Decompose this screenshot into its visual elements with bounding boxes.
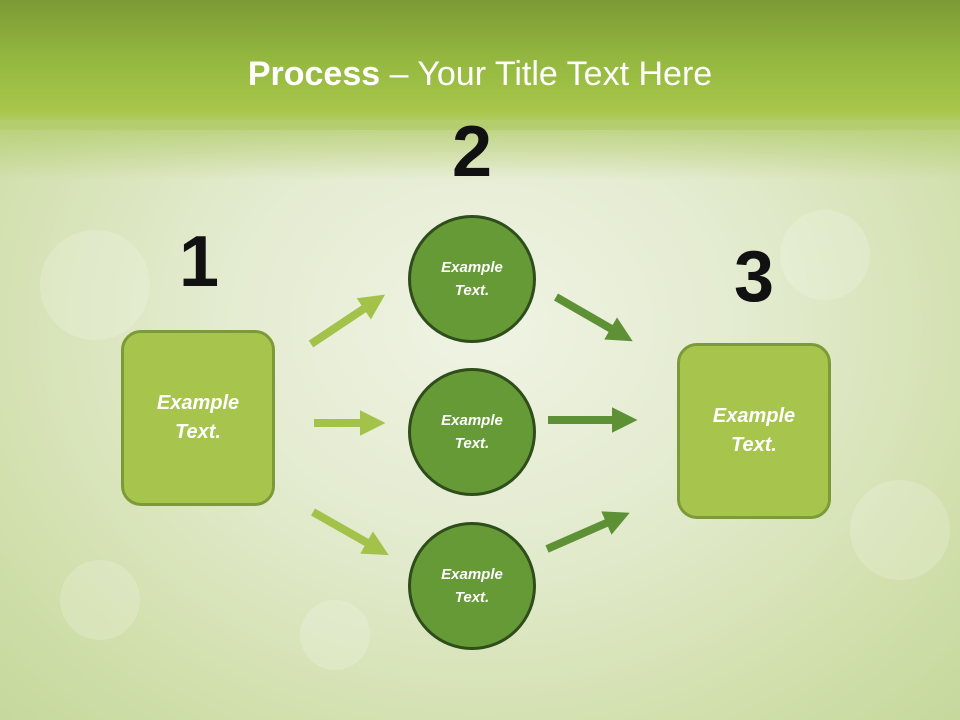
title-strong: Process	[247, 55, 381, 93]
step2-circle-top-label: Example Text.	[441, 259, 503, 299]
bokeh-circle	[300, 600, 370, 670]
bokeh-circle	[850, 480, 950, 580]
step2-circle-top: Example Text.	[408, 215, 536, 343]
step3-box: Example Text.	[677, 343, 831, 519]
arrow-top-to-step3	[554, 293, 633, 342]
step2-circle-middle-label: Example Text.	[441, 412, 503, 452]
step2-circle-middle: Example Text.	[408, 368, 536, 496]
step1-label: Example Text.	[156, 392, 240, 443]
bokeh-circle	[60, 560, 140, 640]
step-number-1: 1	[178, 222, 220, 302]
arrow-step1-to-top	[308, 294, 386, 348]
step-number-3: 3	[733, 237, 775, 317]
header-fade	[0, 120, 960, 180]
step2-circle-bottom-label: Example Text.	[441, 566, 503, 606]
header-band	[0, 0, 960, 130]
step-number-2: 2	[451, 112, 493, 192]
step2-circle-bottom: Example Text.	[408, 522, 536, 650]
bokeh-circle	[40, 230, 150, 340]
step3-label: Example Text.	[712, 405, 796, 456]
arrow-bottom-to-step3	[545, 511, 630, 553]
arrow-step1-to-bottom	[311, 508, 389, 556]
slide-title: Process – Your Title Text Here	[0, 52, 960, 96]
title-rest: – Your Title Text Here	[380, 55, 713, 93]
bokeh-circle	[780, 210, 870, 300]
step1-box: Example Text.	[121, 330, 275, 506]
